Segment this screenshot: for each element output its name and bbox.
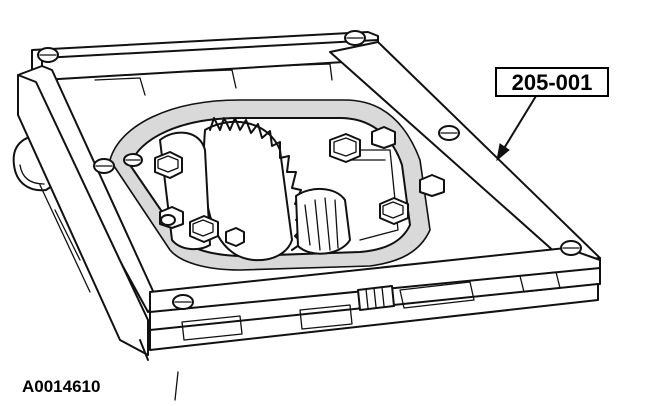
bolt xyxy=(154,151,183,179)
screw xyxy=(37,47,59,63)
frame-screws xyxy=(37,30,582,310)
screw xyxy=(438,125,460,141)
screw xyxy=(560,240,582,256)
bolt xyxy=(371,126,396,149)
screw xyxy=(172,294,194,310)
bolt xyxy=(225,227,245,247)
callout-label: 205-001 xyxy=(512,70,593,95)
screw xyxy=(123,153,143,167)
bolt xyxy=(419,174,445,197)
carrier-bolts xyxy=(154,126,445,247)
callout-leader-arrow xyxy=(496,95,537,162)
clamp-screw xyxy=(357,285,395,311)
figure-id: A0014610 xyxy=(22,377,100,396)
callout-box: 205-001 xyxy=(495,67,609,97)
differential-housing xyxy=(109,99,431,271)
screw xyxy=(93,158,115,174)
bolt xyxy=(379,197,409,225)
screw xyxy=(344,30,366,46)
bolt xyxy=(189,215,219,243)
screw xyxy=(160,214,176,226)
bolt xyxy=(329,133,361,163)
